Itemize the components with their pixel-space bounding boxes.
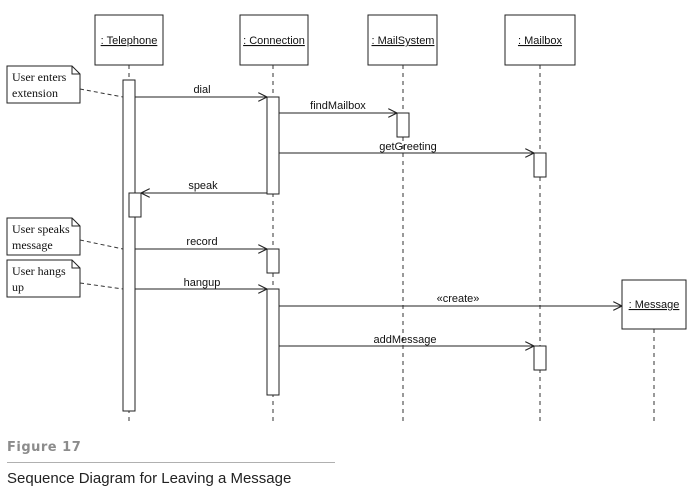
message-label-addmessage: addMessage	[374, 334, 437, 346]
message-label-create: «create»	[437, 293, 480, 305]
message-label-record: record	[186, 236, 217, 248]
note-connector	[79, 88, 124, 98]
message-hangup: hangup	[135, 277, 267, 289]
object-label-mailbox: : Mailbox	[518, 35, 563, 47]
note-user-hangs-up: User hangs up	[6, 259, 124, 298]
object-box-mailsystem: : MailSystem	[367, 14, 438, 66]
note-user-enters-extension: User enters extension	[6, 65, 124, 104]
object-label-message: : Message	[629, 299, 680, 311]
note-connector	[79, 239, 124, 250]
message-label-hangup: hangup	[184, 277, 221, 289]
sequence-diagram: : Telephone : Connection : MailSystem : …	[6, 14, 687, 422]
note-connector	[79, 282, 124, 290]
object-box-mailbox: : Mailbox	[504, 14, 576, 66]
message-dial: dial	[135, 84, 267, 97]
note-line: User enters	[12, 70, 67, 84]
object-box-message: : Message	[621, 279, 687, 330]
activation-connection-hangup	[266, 288, 280, 396]
activation-mailbox-add	[533, 345, 547, 371]
object-label-telephone: : Telephone	[101, 35, 158, 47]
activation-connection-record	[266, 248, 280, 274]
activation-mailbox-greeting	[533, 152, 547, 178]
note-line: up	[12, 280, 24, 294]
object-box-connection: : Connection	[239, 14, 309, 66]
message-label-speak: speak	[188, 180, 218, 192]
message-label-dial: dial	[193, 84, 210, 96]
message-label-getgreeting: getGreeting	[379, 141, 436, 153]
note-user-speaks-message: User speaks message	[6, 217, 124, 256]
object-box-telephone: : Telephone	[94, 14, 164, 66]
note-line: extension	[12, 86, 58, 100]
message-create: «create»	[279, 293, 622, 306]
message-getgreeting: getGreeting	[279, 141, 534, 153]
activation-telephone-speak	[128, 192, 142, 218]
note-line: User hangs	[12, 264, 66, 278]
message-speak: speak	[141, 180, 267, 193]
message-record: record	[135, 236, 267, 249]
message-label-findmailbox: findMailbox	[310, 100, 366, 112]
object-label-mailsystem: : MailSystem	[372, 35, 435, 47]
message-addmessage: addMessage	[279, 334, 534, 346]
activation-bars	[122, 79, 547, 412]
object-label-connection: : Connection	[243, 35, 305, 47]
figure-number: Figure 17	[7, 440, 82, 455]
note-line: User speaks	[12, 222, 70, 236]
figure-caption: Sequence Diagram for Leaving a Message	[7, 470, 292, 487]
caption-divider	[7, 462, 335, 463]
activation-telephone-main	[122, 79, 136, 412]
activation-connection-dial	[266, 96, 280, 195]
activation-mailsystem-find	[396, 112, 410, 138]
note-line: message	[12, 238, 53, 252]
message-findmailbox: findMailbox	[279, 100, 397, 113]
